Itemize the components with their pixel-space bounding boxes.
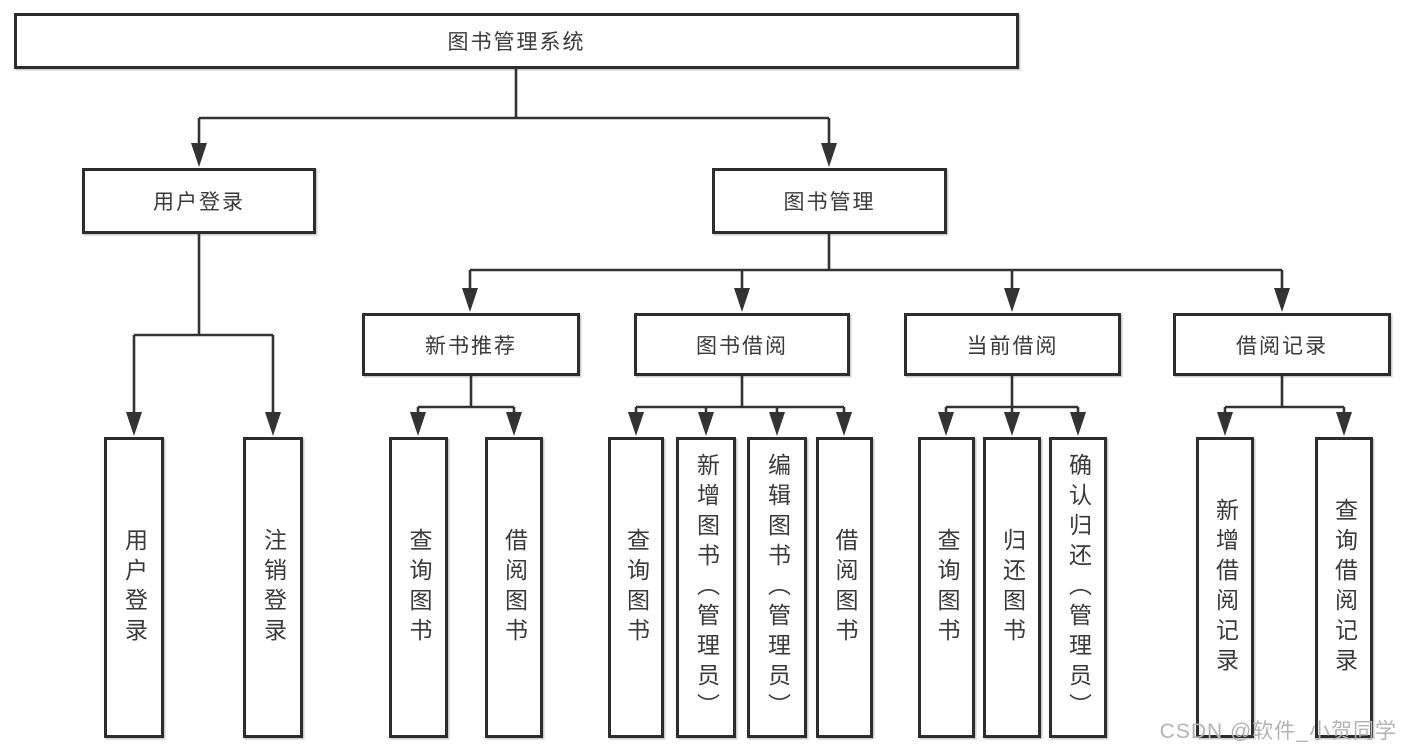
leaf-query-books-current-label: 查询图书 [934,527,960,648]
leaf-user-login: 用户登录 [104,437,164,738]
leaf-edit-books-admin-label: 编辑图书（管理员） [764,452,791,723]
leaf-query-borrow-record: 查询借阅记录 [1315,437,1373,738]
node-book-management: 图书管理 [712,168,947,234]
leaf-query-books-borrowing-label: 查询图书 [623,527,650,648]
connector-userlogin-to-leaves [132,233,275,415]
leaf-query-books-recommend: 查询图书 [389,437,448,738]
leaf-logout-label: 注销登录 [260,527,287,648]
leaf-borrow-books-recommend: 借阅图书 [485,437,543,738]
csdn-watermark: CSDN @软件_小贺同学 [1159,720,1397,743]
node-borrow-records: 借阅记录 [1173,313,1391,376]
leaf-return-books: 归还图书 [983,437,1041,738]
leaf-edit-books-admin: 编辑图书（管理员） [747,437,807,738]
leaf-query-books-borrowing: 查询图书 [608,437,664,738]
node-borrow-records-label: 借阅记录 [1236,334,1328,358]
leaf-borrow-books-borrowing: 借阅图书 [816,437,873,738]
leaf-user-login-label: 用户登录 [121,527,148,648]
leaf-add-borrow-record-label: 新增借阅记录 [1212,497,1239,678]
arrowheads [126,143,1352,436]
node-user-login-group: 用户登录 [82,168,316,234]
leaf-add-books-admin-label: 新增图书（管理员） [693,452,720,723]
node-new-book-recommend: 新书推荐 [362,313,580,376]
connector-bookmgmt-to-level3 [468,233,1284,291]
connector-borrowing-to-leaves [634,376,846,415]
node-new-book-recommend-label: 新书推荐 [425,334,517,358]
leaf-query-borrow-record-label: 查询借阅记录 [1331,497,1358,678]
node-book-borrowing-label: 图书借阅 [696,334,788,358]
leaf-add-borrow-record: 新增借阅记录 [1196,437,1254,738]
leaf-borrow-books-recommend-label: 借阅图书 [501,527,528,648]
node-current-borrowing: 当前借阅 [904,313,1121,376]
connector-root-to-level2 [197,68,831,146]
connector-records-to-leaves [1223,376,1346,415]
leaf-return-books-label: 归还图书 [999,527,1026,648]
connector-current-to-leaves [944,376,1080,415]
leaf-query-books-current: 查询图书 [918,437,975,738]
node-root: 图书管理系统 [14,13,1019,69]
node-book-management-label: 图书管理 [783,191,876,214]
node-current-borrowing-label: 当前借阅 [966,334,1059,358]
node-root-label: 图书管理系统 [447,31,586,54]
connector-newbooks-to-leaves [416,376,516,415]
node-user-login-group-label: 用户登录 [153,191,245,214]
leaf-confirm-return-admin-label: 确认归还（管理员） [1065,452,1092,723]
leaf-add-books-admin: 新增图书（管理员） [676,437,736,738]
leaf-logout: 注销登录 [243,437,303,738]
leaf-confirm-return-admin: 确认归还（管理员） [1049,437,1107,738]
node-book-borrowing: 图书借阅 [634,313,850,376]
leaf-borrow-books-borrowing-label: 借阅图书 [832,527,858,648]
leaf-query-books-recommend-label: 查询图书 [406,527,432,648]
